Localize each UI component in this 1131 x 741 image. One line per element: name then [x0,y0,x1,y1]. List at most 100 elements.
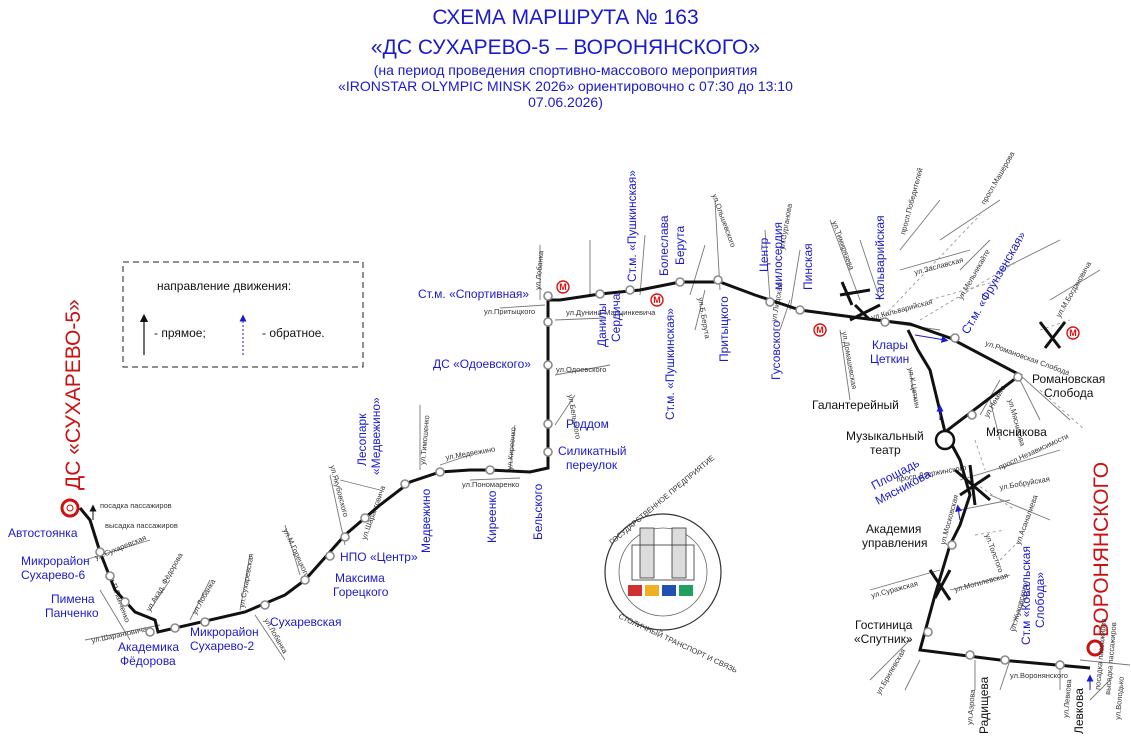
period-note: (на период проведения спортивно-массовог… [0,62,1131,110]
svg-text:М: М [1069,328,1077,338]
street-label: ул.Ольшевского [710,193,738,249]
stop-marker [400,479,410,489]
legend: направление движения: - прямое; - обратн… [122,261,364,368]
stop-label: Кальварийская [873,215,887,300]
stop-label: Данилы [595,303,609,347]
street-label: ул.Тимирязева [830,220,856,272]
metro-icon: М [813,323,827,337]
stop-marker [713,275,723,285]
stop-label: милосердия [771,222,785,290]
stop-marker [947,540,957,550]
stop-label: Музыкальный [846,429,924,443]
boarding-note: посадка пассажиров [100,501,172,510]
street-label: ул.Толстого [983,533,1005,574]
stop-marker [795,305,805,315]
street-label: ул.Бобруйская [999,474,1051,492]
stop-marker [95,547,105,557]
period-note-line-2: «IRONSTAR OLYMPIC MINSK 2026» ориентиров… [338,78,793,94]
stop-label: ДС «Одоевского» [433,357,531,371]
stop-marker [765,297,775,307]
street-label: ул.Лобанка [533,250,545,291]
roundabout [934,429,956,451]
street-label: ул.Сухаревская [237,553,255,608]
stop-label: Гостиница [855,618,913,632]
stop-marker [675,277,685,287]
stop-marker [880,317,890,327]
period-note-line-1: (на период проведения спортивно-массовог… [373,62,758,78]
stop-marker [105,571,115,581]
stop-marker [625,285,635,295]
stop-marker [120,597,130,607]
terminal-end-marker [1086,639,1104,657]
svg-text:М: М [559,282,567,292]
stop-label: Силикатный [558,444,626,458]
stop-label: Академика [118,640,179,654]
stop-label: Центр [757,237,771,272]
street-label: ул.Могилевская [953,571,1009,594]
stop-marker [543,291,553,301]
metro-icon: М [650,293,664,307]
stop-marker [950,333,960,343]
stop-label: Притыцкого [717,296,731,362]
route-path-branch [906,329,947,433]
stop-label: Клары [872,338,908,352]
stop-label: Бельского [531,483,545,540]
street-label: ул.Домашевская [840,331,859,390]
scheme-title: СХЕМА МАРШРУТА № 163 [432,6,699,29]
stop-label: Лесопарк [355,413,369,466]
street-label: ул.Аэрова [965,688,977,725]
interchange-symbols [839,281,1067,601]
stop-marker [170,623,180,633]
street-label: ул.Володько [1113,676,1126,720]
stop-marker [1055,660,1065,670]
stop-label: управления [862,536,927,550]
street-label: ул.Асаналиева [1013,493,1040,546]
stop-label: Мясникова [986,425,1047,439]
stop-marker [200,617,210,627]
stop-marker [145,627,155,637]
stop-label: Максима [335,571,385,585]
metro-icon: М [556,280,570,294]
stop-label: Галантерейный [812,398,899,412]
stop-label: Цеткин [870,352,909,366]
terminal-end-label: ВОРОНЯНСКОГО [1090,462,1113,637]
street-label: ул.Киреенко [505,427,518,470]
street-label: ул.М.Горецкого [281,527,312,579]
stop-marker [485,465,495,475]
street-label: ул.Притыцкого [484,307,535,316]
stop-label: Микрорайон [190,625,259,639]
stop-marker [325,551,335,561]
street-label: ул.Суражская [870,579,919,600]
stop-label: Роддом [566,417,609,431]
street-label: ул.Пономаренко [462,480,519,489]
direction-arrows [89,334,1094,690]
street-label: ул.Лобанка [190,577,218,616]
stop-label: Берута [673,226,687,265]
street-network [84,199,1131,701]
stop-label: Ст.м. «Пушкинская» [625,170,639,282]
stop-label: Медвежино [419,488,433,553]
stop-label: Ст.м «Ковальская [1019,546,1033,645]
stop-marker [340,532,350,542]
terminal-start-marker-inner [66,504,74,512]
street-label: ул.Московская [938,494,960,546]
terminal-start-label: ДС «СУХАРЕВО-5» [62,299,85,490]
stop-marker [543,447,553,457]
street-label: ул.Медвежино [445,444,496,462]
reverse-arrow [914,334,949,343]
street-label: ул.Дунина-Марцинкевича [566,308,656,317]
stop-label: Пимена [51,592,95,606]
stop-marker [543,317,553,327]
stop-label: Сухарево-2 [190,639,254,653]
street-label: ул.Воронянского [1010,671,1068,680]
stop-label: Киреенко [485,490,499,543]
street-label: просп.Победителей [898,167,924,236]
street-label: ул.Акад. Фёдорова [144,551,185,613]
stop-marker [595,289,605,299]
stop-marker [1000,655,1010,665]
stop-label: Левкова [1072,688,1086,734]
street-label: ул.М.Богдановича [1054,259,1094,319]
stop-label: Панченко [45,606,99,620]
street-label: ул.Якубовского [328,464,350,518]
